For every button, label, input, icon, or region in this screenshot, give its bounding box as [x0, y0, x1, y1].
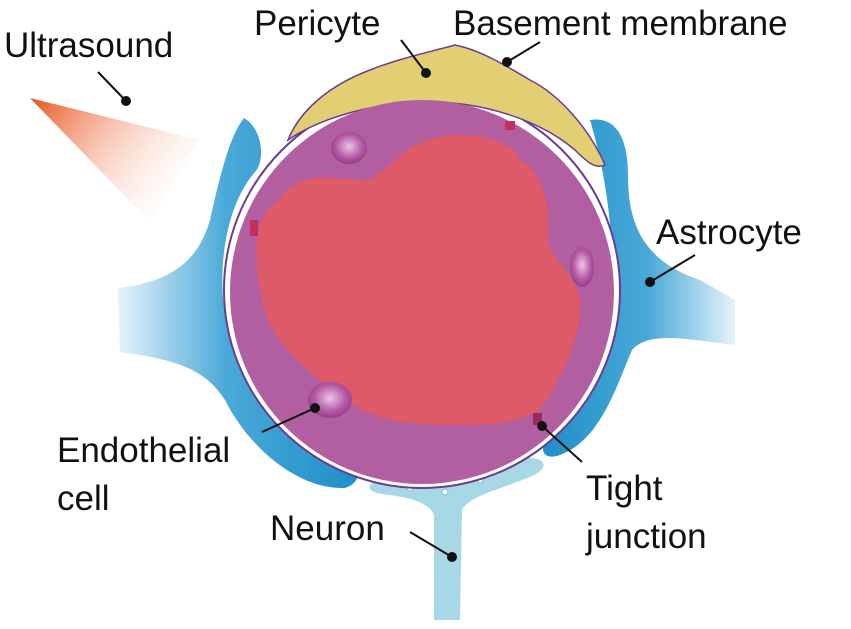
neuron-dot [447, 552, 457, 562]
tight-junction [250, 220, 258, 236]
basement-membrane-label: Basement membrane [453, 4, 788, 43]
vessel-lumen [256, 135, 581, 426]
neuron-label: Neuron [270, 509, 385, 548]
tight-junction-label-line1: Tight [586, 469, 663, 508]
endothelial-dot [310, 403, 320, 413]
ultrasound-leader [97, 71, 127, 102]
tight-junction [505, 121, 515, 130]
endothelial-label-line1: Endothelial [57, 431, 230, 470]
ultrasound-label: Ultrasound [4, 26, 173, 65]
neuron [369, 457, 544, 620]
tight-junction-leader [541, 425, 583, 463]
ultrasound-beam [30, 98, 200, 222]
astrocyte-dot [645, 277, 655, 287]
pericyte-dot [421, 68, 431, 78]
pericyte-leader [400, 39, 427, 74]
endothelial-leader [261, 407, 316, 433]
nucleus [331, 132, 367, 164]
basement-membrane-dot [502, 57, 512, 67]
astrocyte-leader [649, 254, 696, 283]
neuron-leader [409, 531, 453, 558]
astrocyte-right [542, 119, 735, 457]
endothelial-label-line2: cell [57, 479, 110, 518]
tight-junction-dot [537, 421, 547, 431]
pericyte-label: Pericyte [254, 4, 380, 43]
neuron-vesicle [441, 488, 449, 496]
tight-junction [533, 413, 542, 425]
astrocyte-label: Astrocyte [656, 213, 802, 252]
basement-membrane-leader [506, 41, 541, 63]
ultrasound-dot [121, 96, 131, 106]
tight-junction-label-line2: junction [585, 517, 707, 556]
nucleus [570, 247, 594, 287]
